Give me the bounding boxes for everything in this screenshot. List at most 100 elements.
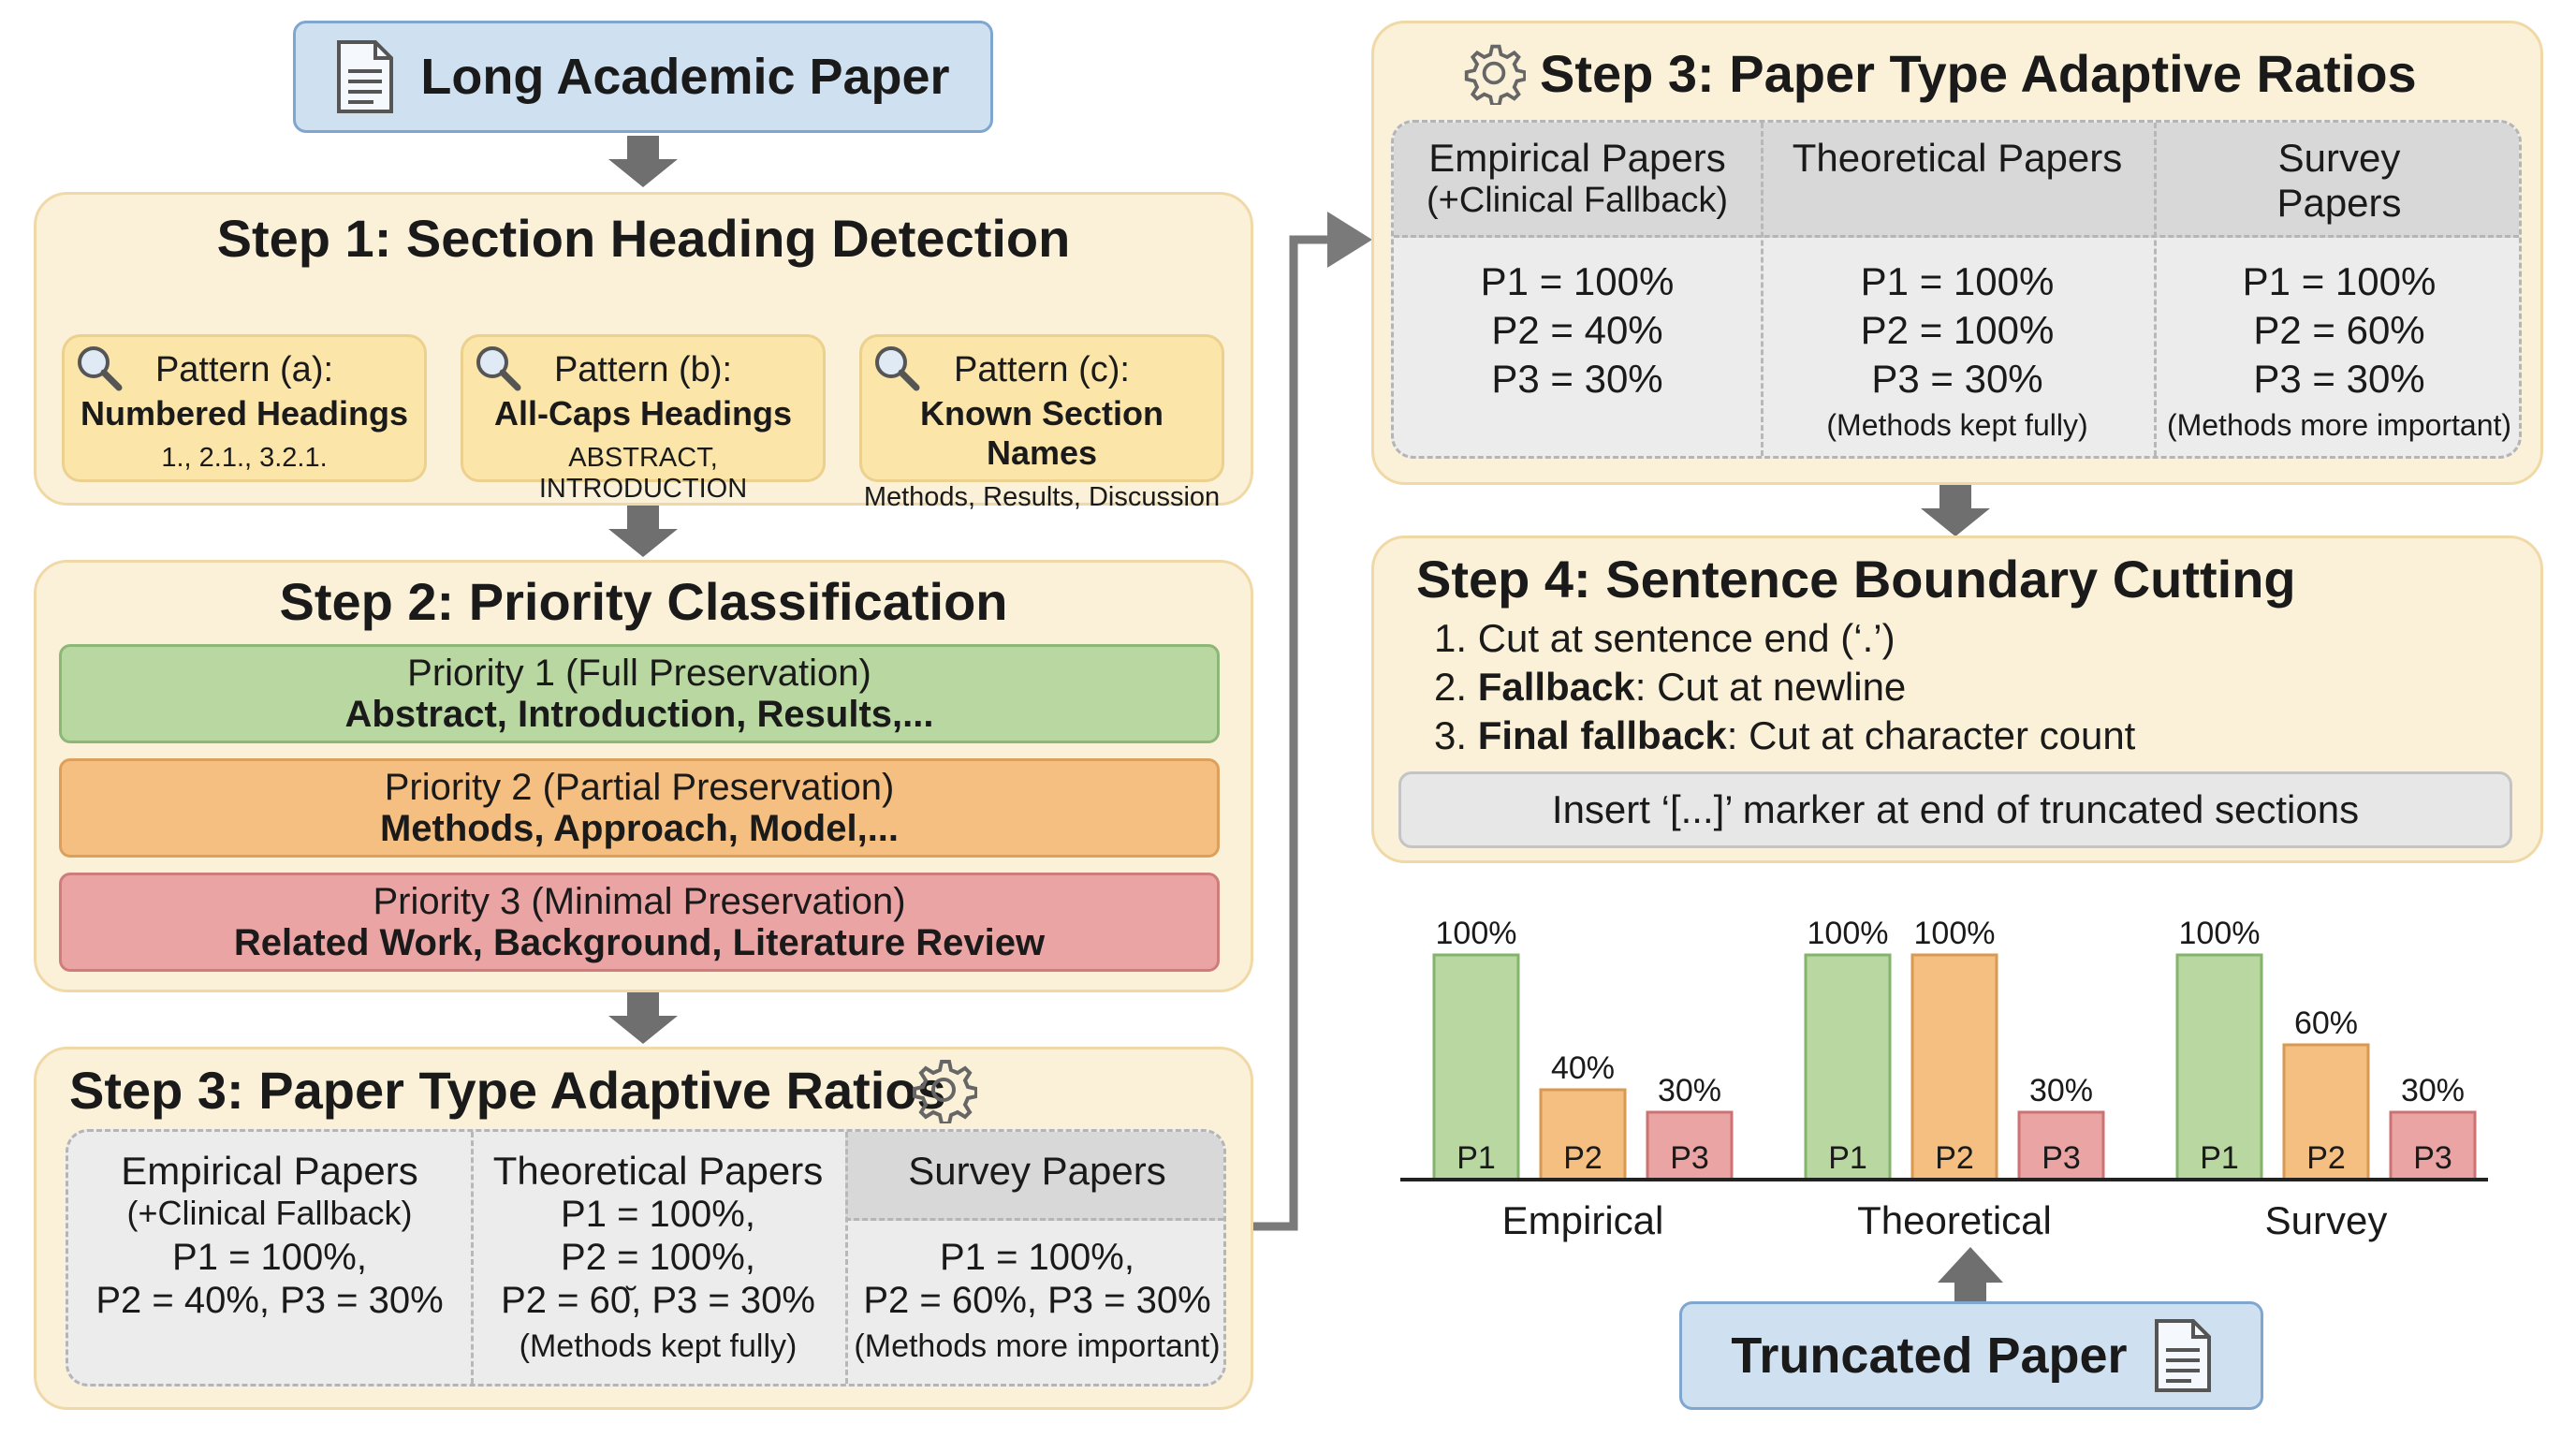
- bar-empirical-p3: [1646, 1110, 1734, 1181]
- empirical-header: Empirical Papers: [1428, 136, 1726, 180]
- theoretical-p1: P1 = 100%: [1860, 259, 2055, 303]
- bar-value-label: 100%: [1914, 916, 1996, 951]
- category-label: Theoretical: [1857, 1198, 2052, 1242]
- priority-2-box: Priority 2 (Partial Preservation) Method…: [59, 758, 1220, 858]
- down-arrows: [608, 136, 2003, 1309]
- step4-item-2-bold: Fallback: [1477, 665, 1635, 709]
- pattern-b-example: ABSTRACT, INTRODUCTION: [538, 443, 748, 504]
- empirical-subheader: (+Clinical Fallback): [1426, 181, 1729, 220]
- table-header-bg: [845, 1132, 1223, 1221]
- col-divider: [2154, 123, 2157, 456]
- bar-series-label: P2: [1935, 1140, 1974, 1176]
- survey-p1: P1 = 100%: [2242, 259, 2437, 303]
- pattern-a-name: Numbered Headings: [80, 394, 409, 433]
- theoretical-note: (Methods kept fully): [519, 1328, 798, 1364]
- bar-theoretical-p2: [1910, 953, 1998, 1181]
- long-academic-paper-box: Long Academic Paper: [293, 21, 993, 133]
- survey-note: (Methods more important): [854, 1328, 1221, 1364]
- empirical-values-2: P2 = 40%, P3 = 30%: [95, 1280, 444, 1321]
- theoretical-note: (Methods kept fully): [1826, 408, 2088, 442]
- step4-title: Step 4: Sentence Boundary Cutting: [1416, 550, 2296, 609]
- theoretical-header: Theoretical Papers: [492, 1149, 824, 1193]
- priority-1-label: Priority 1 (Full Preservation): [407, 653, 871, 694]
- bar-series-label: P2: [1563, 1140, 1603, 1176]
- step4-item-2: 2. Fallback: Cut at newline: [1434, 663, 2135, 712]
- bar-value-label: 100%: [1808, 916, 1889, 951]
- col-divider: [845, 1132, 848, 1384]
- step4-item-1: 1. Cut at sentence end (‘.’): [1434, 616, 1895, 660]
- theoretical-values-1: P1 = 100%,: [561, 1194, 755, 1235]
- bar-empirical-p1: [1432, 953, 1520, 1181]
- pattern-c-name: Known Section Names: [920, 394, 1164, 472]
- priority-2-sections: Methods, Approach, Model,...: [379, 808, 900, 849]
- category-label: Survey: [2265, 1198, 2388, 1242]
- empirical-subheader: (+Clinical Fallback): [126, 1194, 413, 1232]
- survey-p2: P2 = 60%: [2253, 308, 2425, 352]
- step3-left-title: Step 3: Paper Type Adaptive Ratios: [69, 1061, 946, 1120]
- priority-1-box: Priority 1 (Full Preservation) Abstract,…: [59, 644, 1220, 743]
- step4-item-3-num: 3.: [1434, 713, 1478, 757]
- bar-series-label: P1: [1456, 1140, 1496, 1176]
- marker-text: Insert ‘[...]’ marker at end of truncate…: [1551, 787, 2360, 831]
- step4-item-2-num: 2.: [1434, 665, 1478, 709]
- step4-list: 1. Cut at sentence end (‘.’) 2. Fallback…: [1434, 614, 2135, 760]
- priority-3-label: Priority 3 (Minimal Preservation): [373, 881, 906, 922]
- theoretical-p3: P3 = 30%: [1871, 357, 2043, 401]
- priority-2-label: Priority 2 (Partial Preservation): [384, 767, 895, 808]
- magnifier-icon: [875, 346, 920, 391]
- pattern-a-example: 1., 2.1., 3.2.1.: [161, 443, 328, 473]
- gear-icon: [913, 1060, 977, 1123]
- gear-icon: [1464, 44, 1526, 105]
- survey-header: Survey Papers: [908, 1149, 1166, 1193]
- survey-header-1: Survey: [2277, 136, 2401, 180]
- empirical-p2: P2 = 40%: [1491, 308, 1663, 352]
- survey-values-1: P1 = 100%,: [940, 1237, 1134, 1278]
- survey-header-2: Papers: [2276, 181, 2402, 225]
- bar-series-label: P2: [2306, 1140, 2346, 1176]
- bar-series-label: P3: [1670, 1140, 1709, 1176]
- table-header-bg: [1394, 123, 2519, 238]
- step1-title: Step 1: Section Heading Detection: [216, 209, 1071, 268]
- survey-p3: P3 = 30%: [2253, 357, 2425, 401]
- magnifier-icon: [476, 346, 521, 391]
- marker-box: Insert ‘[...]’ marker at end of truncate…: [1398, 771, 2512, 848]
- pattern-b-name: All-Caps Headings: [493, 394, 793, 433]
- pattern-c-box: Pattern (c): Known Section Names Methods…: [859, 334, 1224, 512]
- pattern-b-box: Pattern (b): All-Caps Headings ABSTRACT,…: [461, 334, 826, 504]
- bar-value-label: 60%: [2294, 1005, 2358, 1041]
- survey-values-2: P2 = 60%, P3 = 30%: [863, 1280, 1211, 1321]
- empirical-header: Empirical Papers: [121, 1149, 418, 1193]
- step4-item-3-bold: Final fallback: [1477, 713, 1727, 757]
- bar-theoretical-p1: [1804, 953, 1892, 1181]
- step2-title: Step 2: Priority Classification: [279, 572, 1008, 631]
- bar-value-label: 30%: [1658, 1073, 1721, 1108]
- magnifier-icon: [78, 346, 123, 391]
- step4-item-3-rest: : Cut at character count: [1726, 713, 2136, 757]
- pattern-a-box: Pattern (a): Numbered Headings 1., 2.1.,…: [62, 334, 427, 482]
- pattern-c-example: Methods, Results, Discussion: [863, 482, 1221, 512]
- theoretical-p2: P2 = 100%: [1860, 308, 2055, 352]
- priority-1-sections: Abstract, Introduction, Results,...: [344, 694, 934, 735]
- document-icon: [337, 40, 394, 113]
- pattern-a-label: Pattern (a):: [154, 350, 334, 389]
- empirical-p3: P3 = 30%: [1491, 357, 1663, 401]
- truncated-paper-box: Truncated Paper: [1679, 1301, 2263, 1410]
- bar-series-label: P3: [2413, 1140, 2452, 1176]
- bar-value-label: 30%: [2401, 1073, 2465, 1108]
- priority-3-sections: Related Work, Background, Literature Rev…: [233, 922, 1046, 963]
- step4-item-3: 3. Final fallback: Cut at character coun…: [1434, 712, 2135, 760]
- bar-series-label: P1: [1828, 1140, 1867, 1176]
- empirical-p1: P1 = 100%: [1480, 259, 1675, 303]
- empirical-values-1: P1 = 100%,: [172, 1237, 367, 1278]
- bar-theoretical-p3: [2017, 1110, 2105, 1181]
- theoretical-values-2: P2 = 100%,: [561, 1237, 755, 1278]
- step4-item-2-rest: : Cut at newline: [1634, 665, 1907, 709]
- bar-value-label: 30%: [2029, 1073, 2093, 1108]
- category-label: Empirical: [1502, 1198, 1664, 1242]
- document-icon: [2154, 1319, 2211, 1392]
- bar-series-label: P1: [2200, 1140, 2239, 1176]
- col-divider: [471, 1132, 474, 1384]
- step3-right-table: Empirical Papers (+Clinical Fallback) P1…: [1391, 120, 2522, 459]
- col-divider: [1761, 123, 1764, 456]
- bar-survey-p2: [2282, 1043, 2370, 1181]
